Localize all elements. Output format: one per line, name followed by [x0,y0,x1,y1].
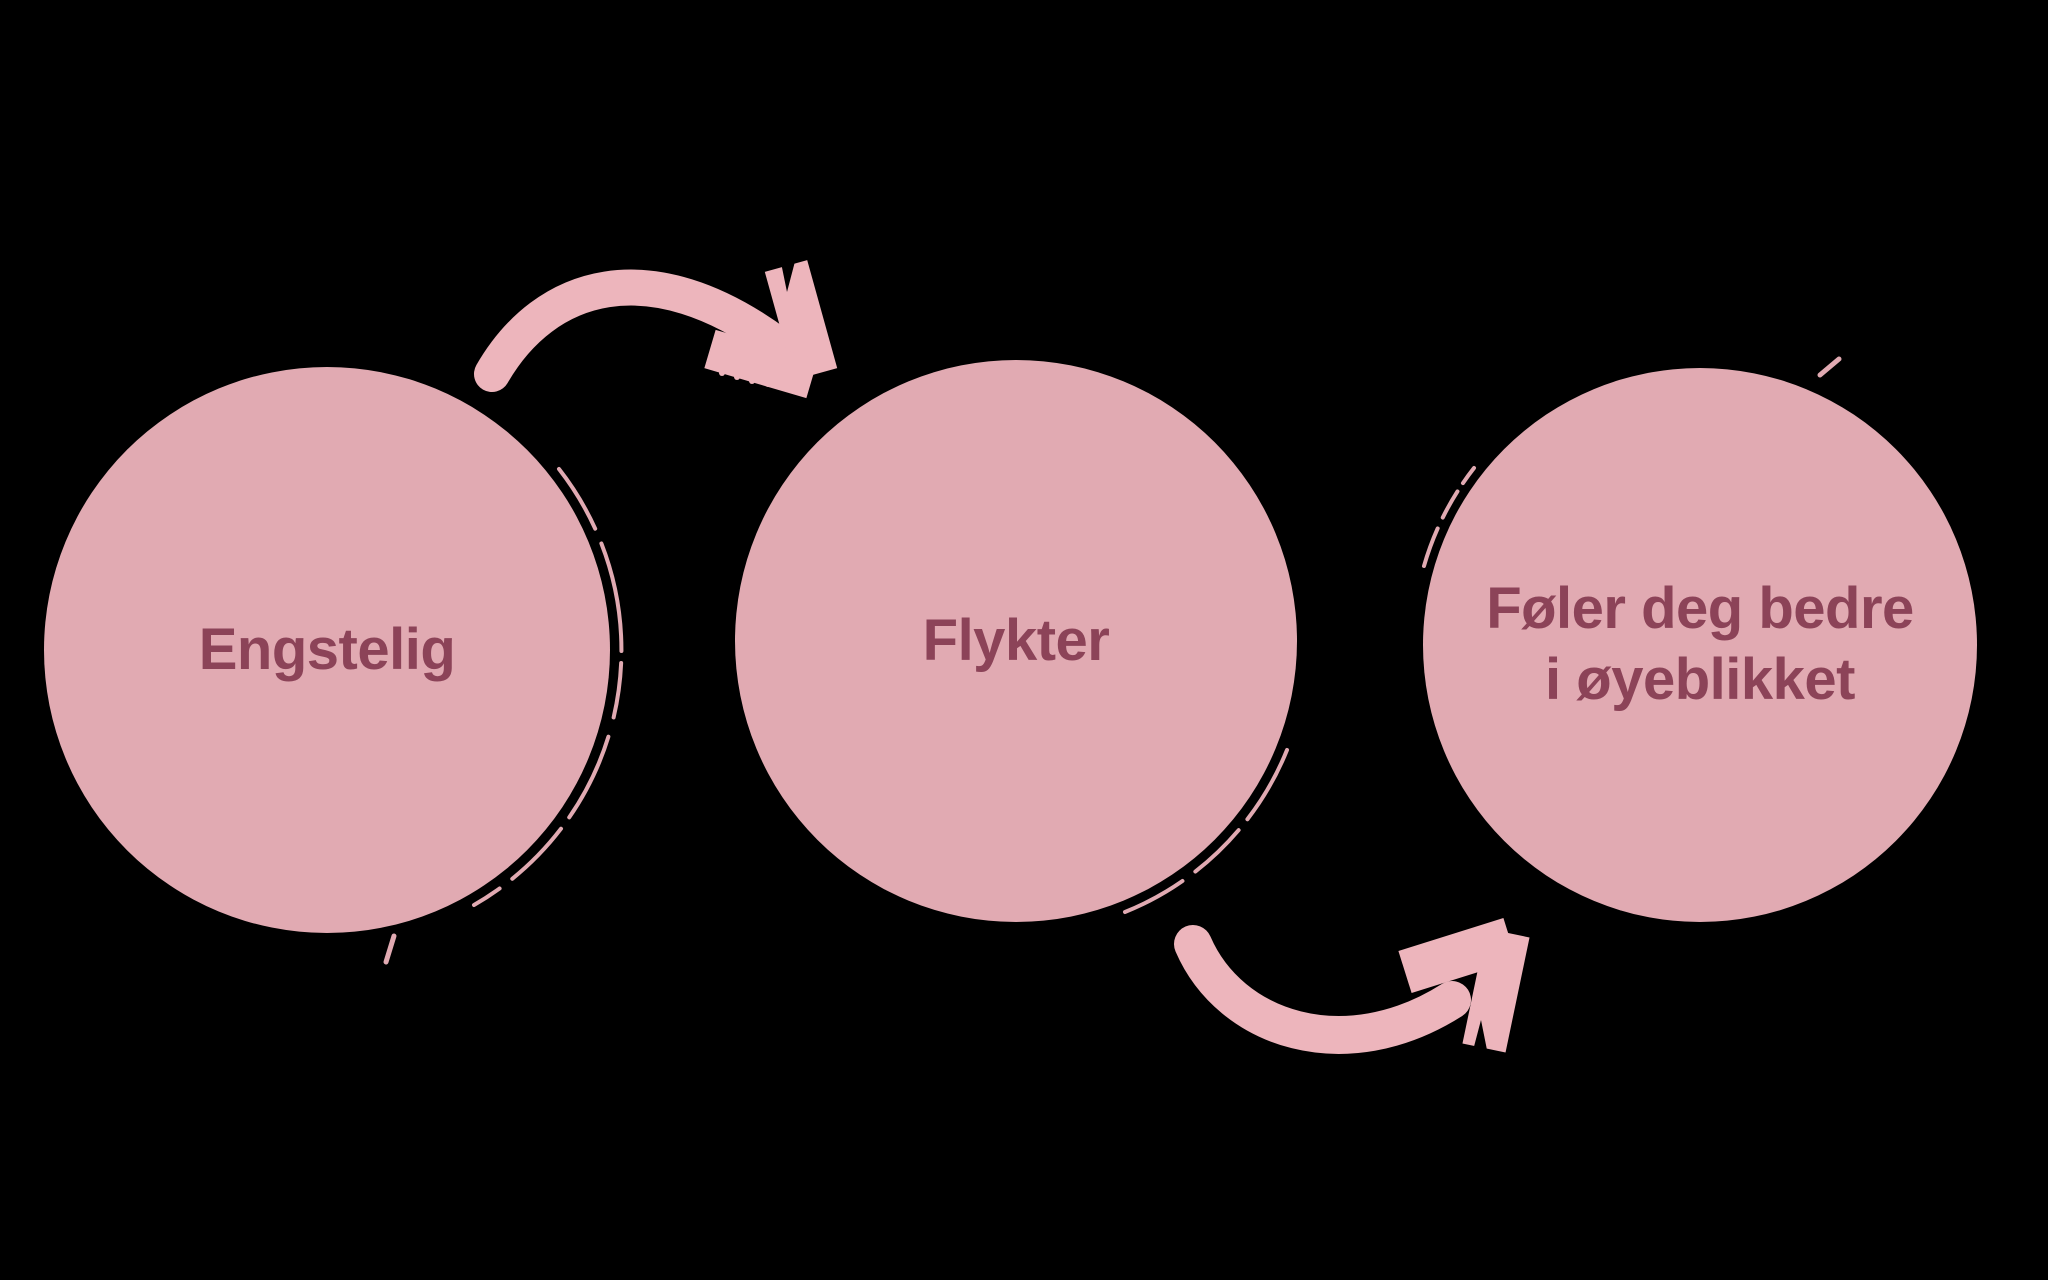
arrow-1-head-upper-prong [764,260,838,380]
arrow-1-head-left-prong [704,329,818,399]
sketch-accent-circle3-topleft [1422,466,1476,568]
arrow-1-brush-notch [778,248,798,292]
arrow-2-head-lower-prong [1462,928,1530,1053]
arrow-2-brush-speckles [1247,1022,1288,1040]
sketch-stray-mark-below-circle1 [383,933,397,965]
node-circle-flykter [735,360,1297,922]
arrow-1-brush-speckles [719,370,771,387]
node-circle-engstelig [44,367,610,933]
arrow-2-shaft [1174,925,1471,1054]
arrow-2-brush-notch [1471,1020,1489,1060]
flow-arrow-1 [474,248,838,399]
sketch-accent-circle1-right [472,467,624,907]
arrow-1-shaft [474,269,796,392]
flow-arrow-2 [1174,918,1530,1060]
sketch-accent-circle2-bottom [1123,748,1289,914]
sketch-stray-mark-above-circle3 [1817,356,1842,378]
node-circle-bedre [1423,368,1977,922]
